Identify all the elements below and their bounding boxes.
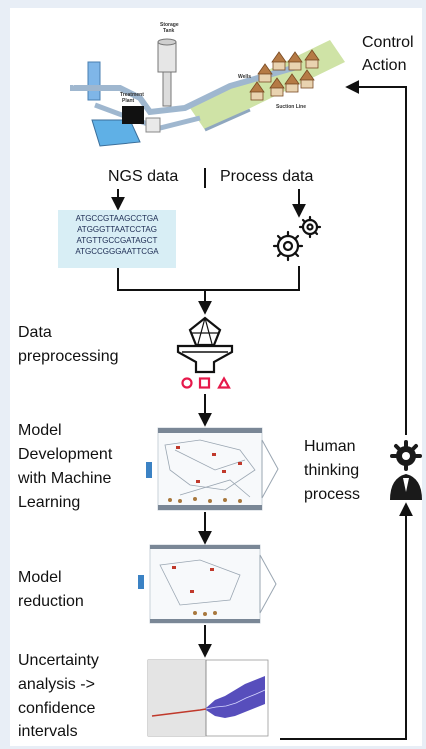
preprocessing-label-2: preprocessing [18,348,119,365]
human-label-3: process [304,486,361,503]
plant-label-2: Plant [122,98,135,104]
model-dev-top-bar [158,428,262,433]
ngs-data-label: NGS data [108,168,179,185]
tower-label-2: Tank [163,28,175,34]
uncertainty-label-3: confidence [18,700,96,717]
uncertainty-label-4: intervals [18,723,78,740]
reduction-bottom-bar [150,619,260,623]
sequence-line: ATGTTGCCGATAGCT [76,236,158,245]
model-dev-output [261,439,279,499]
wells-label: Wells [238,74,251,80]
human-label-2: thinking [304,462,360,479]
suction-label: Suction Line [276,104,306,110]
model-dev-label-3: with Machine [18,470,112,487]
model-dev-label-1: Model [18,422,62,439]
treatment-plant [122,106,144,124]
uncertainty-label-2: analysis -> [18,676,95,693]
plant-unit [145,117,161,133]
pool [91,119,141,147]
model-development-diagram [146,427,279,511]
model-dev-label-2: Development [18,446,113,463]
lower-pipe [94,102,201,131]
tower-stem [162,71,172,107]
tower-label-1: Storage [160,22,179,28]
reduction-frame [149,544,261,624]
left-tank [87,61,101,101]
ngs-sequence-box: ATGCCGTAAGCCTGA ATGGGTTAATCCTAG ATGTTGCC… [58,210,176,268]
model-reduction-diagram [138,544,277,624]
history-series [151,708,207,717]
model-dev-label-4: Learning [18,494,81,511]
funnel-icon [176,316,234,374]
forecast-band [206,676,265,718]
tower-cap [157,38,177,46]
model-reduction-label-2: reduction [18,593,84,610]
reduction-input-bar [138,575,144,589]
square-shape [198,377,211,389]
left-tank-label: To River [69,66,75,86]
preprocessing-label-1: Data [18,324,52,341]
main-pipe [70,63,301,116]
model-reduction-label-1: Model [18,569,62,586]
feedback-up-line [280,502,413,740]
gears-icon [272,215,322,262]
water-treatment-illustration [70,38,345,147]
houses [249,49,320,101]
model-dev-bottom-bar [158,505,262,510]
feedback-loop [280,80,413,740]
reduction-output [259,554,277,614]
uncertainty-label-1: Uncertainty [18,652,99,669]
circle-shape [181,377,193,389]
action-label: Action [362,57,407,74]
uncertainty-chart [147,659,269,737]
human-label-1: Human [304,438,356,455]
reduction-top-bar [150,545,260,549]
person-gear-icon [390,440,422,500]
plant-label-1: Treatment [120,92,144,98]
triangle-shape [217,376,231,389]
model-dev-frame [157,427,263,511]
history-region [148,660,206,736]
split-connectors [111,168,306,315]
feedback-to-control [345,80,407,435]
suction-pipe [204,108,251,132]
sequence-line: ATGGGTTAATCCTAG [77,225,157,234]
sequence-line: ATGCCGTAAGCCTGA [75,214,159,223]
sequence-line: ATGCCGGGAATTCGA [75,247,159,256]
tower-top [157,41,177,73]
model-dev-input-bar [146,462,152,478]
control-label: Control [362,34,414,51]
filtered-shapes [181,376,231,389]
merge-line [117,266,300,291]
forecast-median [205,689,266,710]
land-strip [190,40,345,130]
process-data-label: Process data [220,168,314,185]
